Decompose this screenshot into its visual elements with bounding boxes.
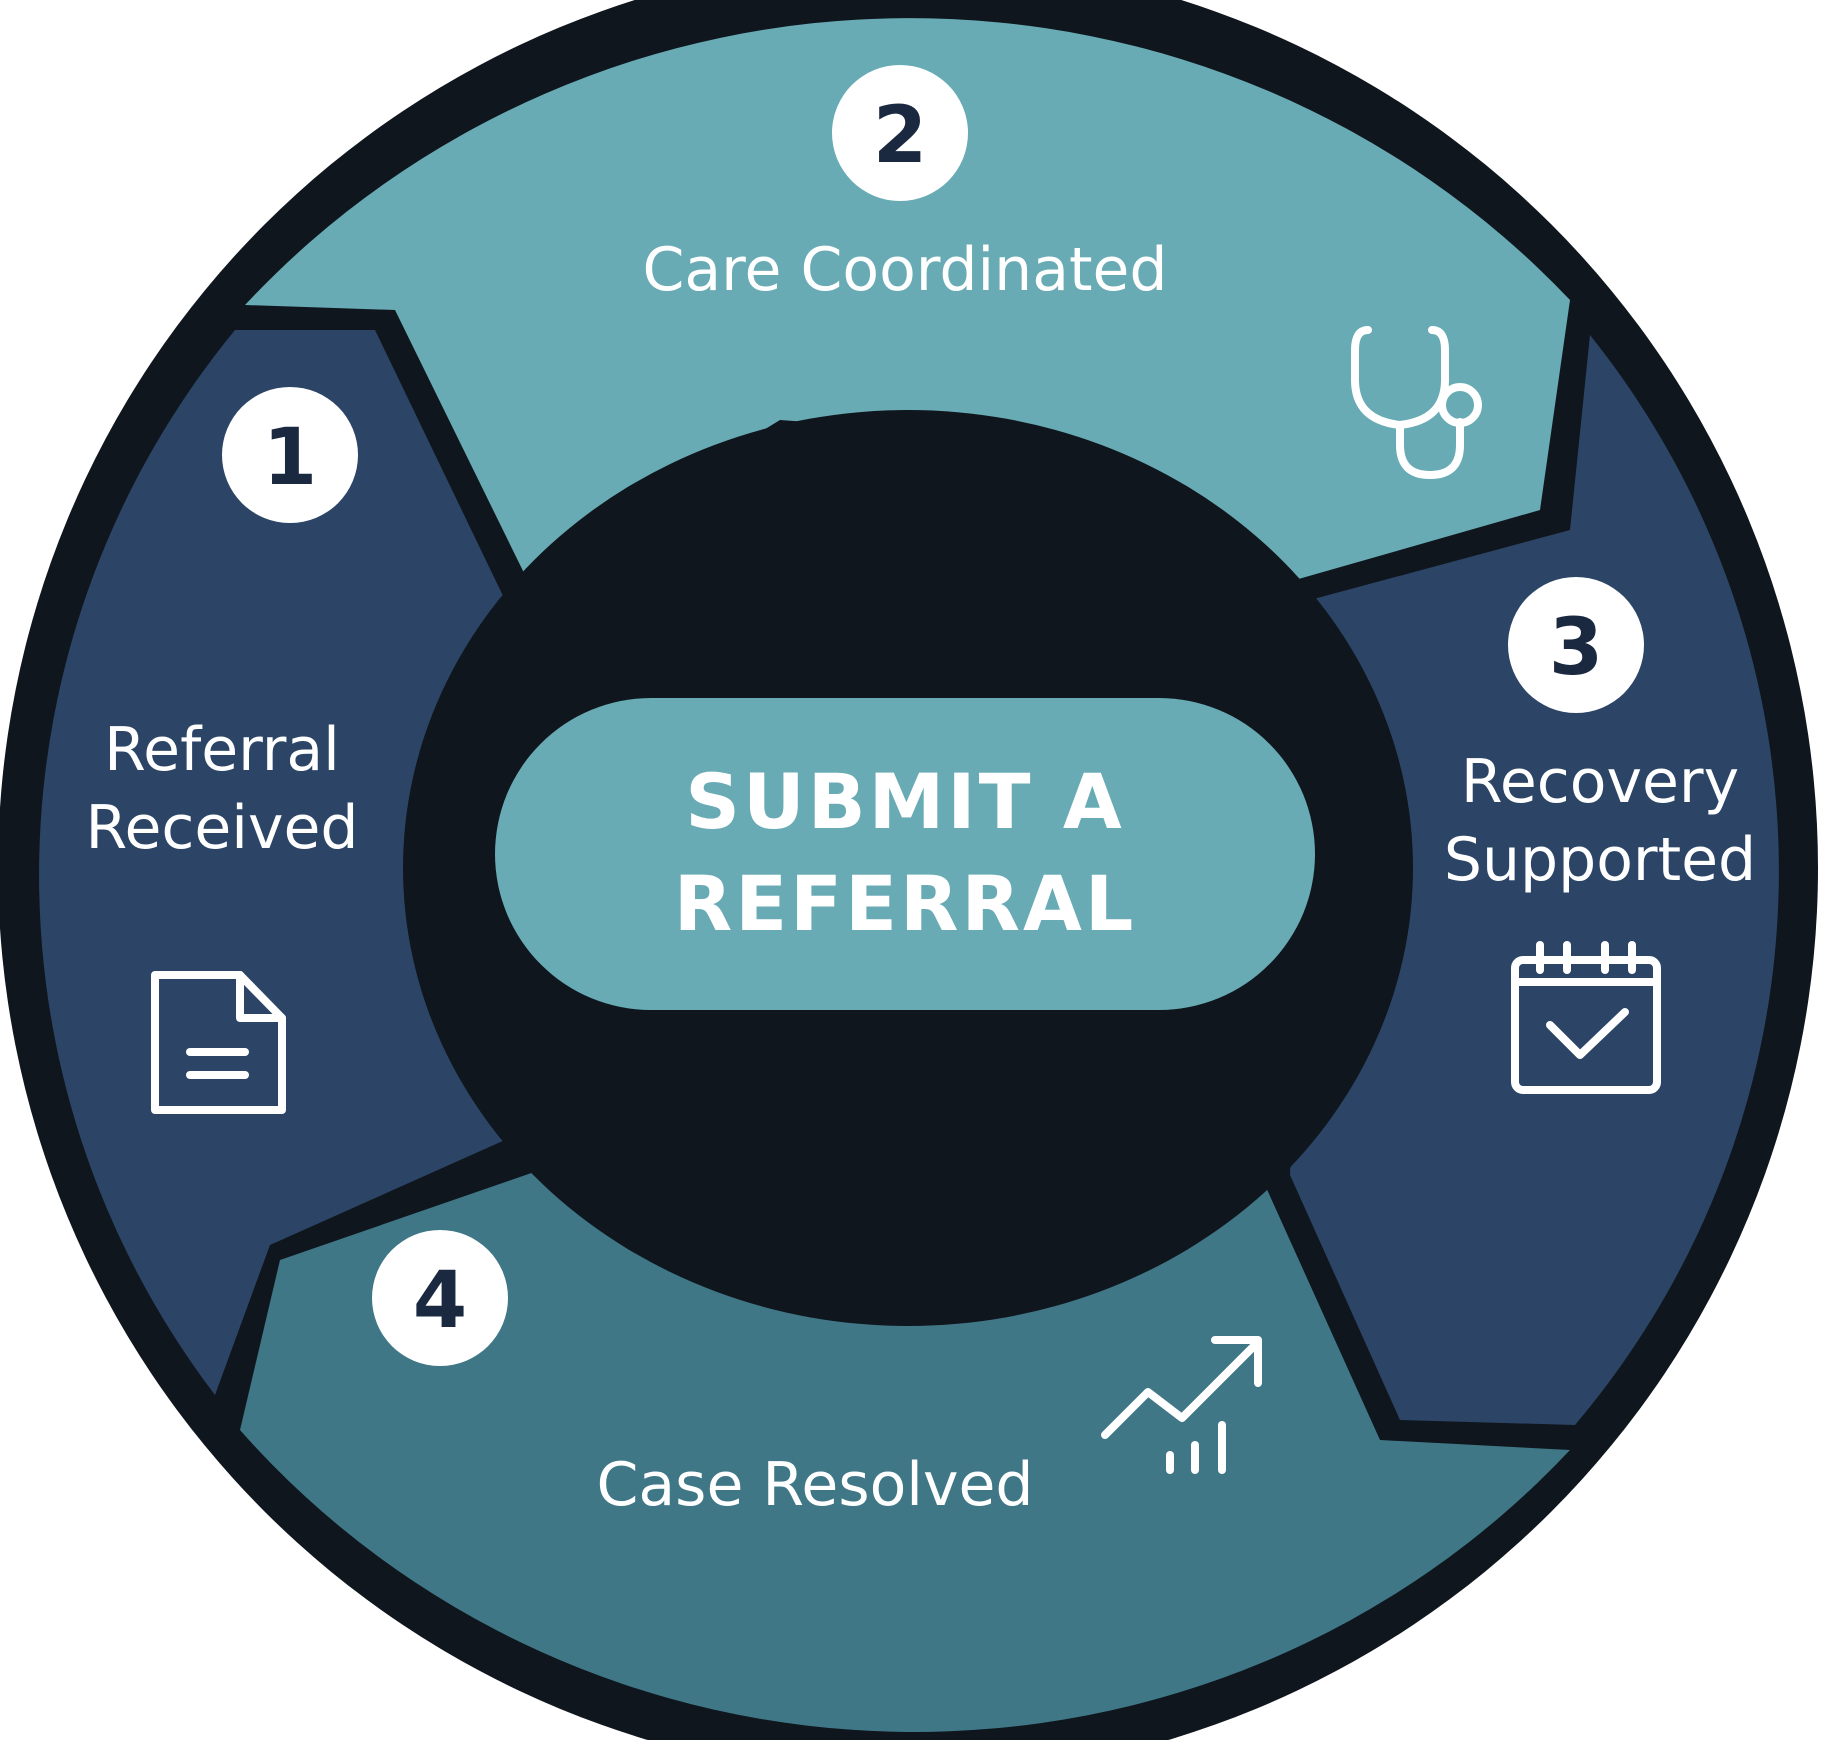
segment-care-coordinated — [245, 18, 1570, 580]
step-3: 3 Recovery Supported — [1444, 577, 1756, 1094]
step-2-number-badge — [832, 65, 968, 201]
step-4-number: 4 — [413, 1256, 467, 1346]
step-3-label-line2: Supported — [1444, 825, 1756, 895]
step-3-number-badge — [1508, 577, 1644, 713]
submit-referral-button-shape — [495, 698, 1315, 1010]
submit-referral-label-line2: REFERRAL — [674, 859, 1137, 948]
step-2-number: 2 — [873, 91, 927, 181]
segment-case-resolved — [240, 1170, 1570, 1732]
step-2: 2 Care Coordinated — [643, 65, 1482, 479]
segment-recovery-supported — [1290, 335, 1779, 1425]
step-2-label: Care Coordinated — [643, 235, 1168, 305]
document-icon — [151, 971, 286, 1114]
growth-chart-icon — [1101, 1336, 1262, 1474]
step-4-label: Case Resolved — [597, 1450, 1034, 1520]
calendar-check-icon — [1511, 941, 1661, 1094]
segment-referral-received — [39, 330, 505, 1395]
submit-referral-label-line1: SUBMIT A — [685, 757, 1124, 846]
submit-referral-button[interactable]: SUBMIT A REFERRAL — [495, 698, 1315, 1010]
step-3-number: 3 — [1549, 603, 1603, 693]
step-1: 1 Referral Received — [86, 387, 359, 1114]
step-1-number: 1 — [263, 413, 317, 503]
step-1-number-badge — [222, 387, 358, 523]
stethoscope-icon — [1351, 326, 1482, 479]
step-4: 4 Case Resolved — [372, 1230, 1262, 1520]
step-1-label-line1: Referral — [104, 715, 340, 785]
step-3-label-line1: Recovery — [1461, 747, 1739, 817]
step-1-label-line2: Received — [86, 793, 359, 863]
step-4-number-badge — [372, 1230, 508, 1366]
